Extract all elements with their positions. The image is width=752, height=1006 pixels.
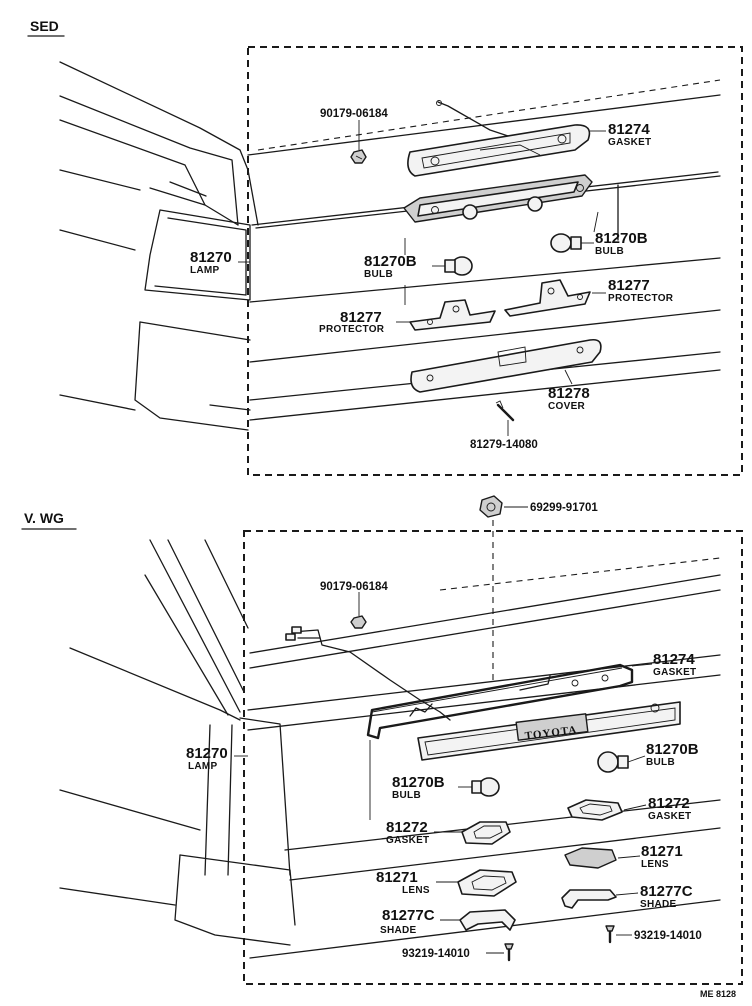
- sed-gasket-81274: 81274 GASKET: [407, 121, 651, 177]
- sed-81270b-right-label: BULB: [595, 246, 624, 257]
- sed-81278-label: COVER: [548, 401, 586, 412]
- wg-lamp-81270: TOYOTA 81270 LAMP: [186, 701, 681, 772]
- wg-93219-right-number: 93219-14010: [634, 930, 702, 942]
- sed-81270-number: 81270: [190, 249, 232, 266]
- wg-81272-right-label: GASKET: [648, 811, 691, 822]
- wg-81270-number: 81270: [186, 745, 228, 762]
- wg-bulb-81270b-left: 81270B BULB: [392, 774, 500, 801]
- sed-protector-81277-left: 81277 PROTECTOR: [319, 299, 496, 335]
- sed-cover-81278: 81278 COVER: [410, 338, 602, 412]
- wg-81270b-right-label: BULB: [646, 757, 675, 768]
- sed-car-body: [59, 61, 721, 431]
- wg-screw-93219-right: 93219-14010: [605, 925, 702, 944]
- wg-81271-right-number: 81271: [641, 843, 683, 860]
- sed-81270-label: LAMP: [190, 265, 220, 276]
- sed-81277-right-number: 81277: [608, 277, 650, 294]
- wg-shade-81277c-right: 81277C SHADE: [561, 883, 693, 910]
- sed-81277-right-label: PROTECTOR: [608, 293, 674, 304]
- sed-81274-number: 81274: [608, 121, 650, 138]
- sed-screw-81279: 81279-14080: [470, 400, 538, 451]
- sed-81270b-right-number: 81270B: [595, 230, 648, 247]
- wg-81270-label: LAMP: [188, 761, 218, 772]
- sed-lamp-81270: 81270 LAMP: [190, 174, 593, 276]
- wg-81271-left-label: LENS: [402, 885, 430, 896]
- wg-81272-left-label: GASKET: [386, 835, 429, 846]
- wg-81274-number: 81274: [653, 651, 695, 668]
- section-title-sed: SED: [30, 18, 59, 34]
- wg-car-body: [59, 539, 721, 959]
- wg-93219-left-number: 93219-14010: [402, 948, 470, 960]
- sed-81278-number: 81278: [548, 385, 590, 402]
- wg-detail-frame: [243, 530, 743, 985]
- sed-81274-label: GASKET: [608, 137, 651, 148]
- wg-81270b-left-label: BULB: [392, 790, 421, 801]
- wg-90179-number: 90179-06184: [320, 581, 388, 593]
- wg-screw-90179: 90179-06184: [320, 581, 388, 629]
- wg-69299-number: 69299-91701: [530, 502, 598, 514]
- wg-81271-right-label: LENS: [641, 859, 669, 870]
- sed-81277-left-number: 81277: [340, 309, 382, 326]
- sed-screw-90179: 90179-06184: [320, 108, 388, 164]
- wg-gasket-81274: 81274 GASKET: [366, 651, 696, 740]
- wg-81277c-left-label: SHADE: [380, 925, 417, 936]
- sed-protector-81277-right: 81277 PROTECTOR: [504, 277, 674, 317]
- wg-bulb-81270b-right: 81270B BULB: [597, 741, 699, 773]
- wg-lens-81271-left: 81271 LENS: [376, 869, 517, 897]
- wg-81272-left-number: 81272: [386, 819, 428, 836]
- sed-detail-frame: [247, 46, 743, 476]
- sed-bulb-81270b-left: 81270B BULB: [364, 253, 473, 280]
- sed-81270b-left-label: BULB: [364, 269, 393, 280]
- wg-81277c-left-number: 81277C: [382, 907, 435, 924]
- wg-gasket-81272-left: 81272 GASKET: [386, 819, 511, 846]
- wg-gasket-81272-right: 81272 GASKET: [567, 795, 691, 822]
- wg-nut-69299: 69299-91701: [479, 495, 598, 518]
- wg-81272-right-number: 81272: [648, 795, 690, 812]
- wg-81270b-right-number: 81270B: [646, 741, 699, 758]
- wg-shade-81277c-left: 81277C SHADE: [380, 907, 516, 936]
- wg-81274-label: GASKET: [653, 667, 696, 678]
- wg-81270b-left-number: 81270B: [392, 774, 445, 791]
- sed-81270b-left-number: 81270B: [364, 253, 417, 270]
- wg-81277c-right-number: 81277C: [640, 883, 693, 900]
- sed-bulb-81270b-right: 81270B BULB: [550, 230, 648, 257]
- wg-lens-81271-right: 81271 LENS: [564, 843, 683, 870]
- sed-90179-number: 90179-06184: [320, 108, 388, 120]
- wg-81277c-right-label: SHADE: [640, 899, 677, 910]
- section-title-vwg: V. WG: [24, 510, 64, 526]
- wg-screw-93219-left: 93219-14010: [402, 943, 514, 962]
- reference-code: ME 8128: [700, 989, 736, 999]
- sed-81277-left-label: PROTECTOR: [319, 324, 385, 335]
- wg-81271-left-number: 81271: [376, 869, 418, 886]
- sed-81279-number: 81279-14080: [470, 439, 538, 451]
